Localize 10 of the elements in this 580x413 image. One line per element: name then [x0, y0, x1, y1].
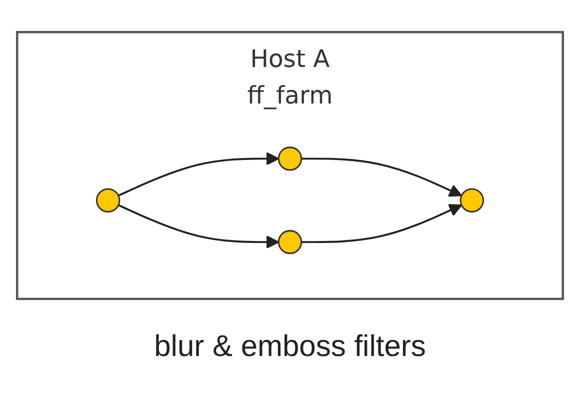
arrow [118, 152, 280, 196]
node-circle [278, 229, 302, 254]
node-circle [278, 146, 302, 170]
cluster: Host A ff_farm [16, 30, 564, 300]
arrow [301, 157, 462, 196]
node-circle [96, 188, 120, 212]
arrow [301, 204, 462, 243]
arrow [118, 204, 280, 248]
caption: blur & emboss filters [154, 330, 426, 363]
node-circle [460, 188, 484, 212]
